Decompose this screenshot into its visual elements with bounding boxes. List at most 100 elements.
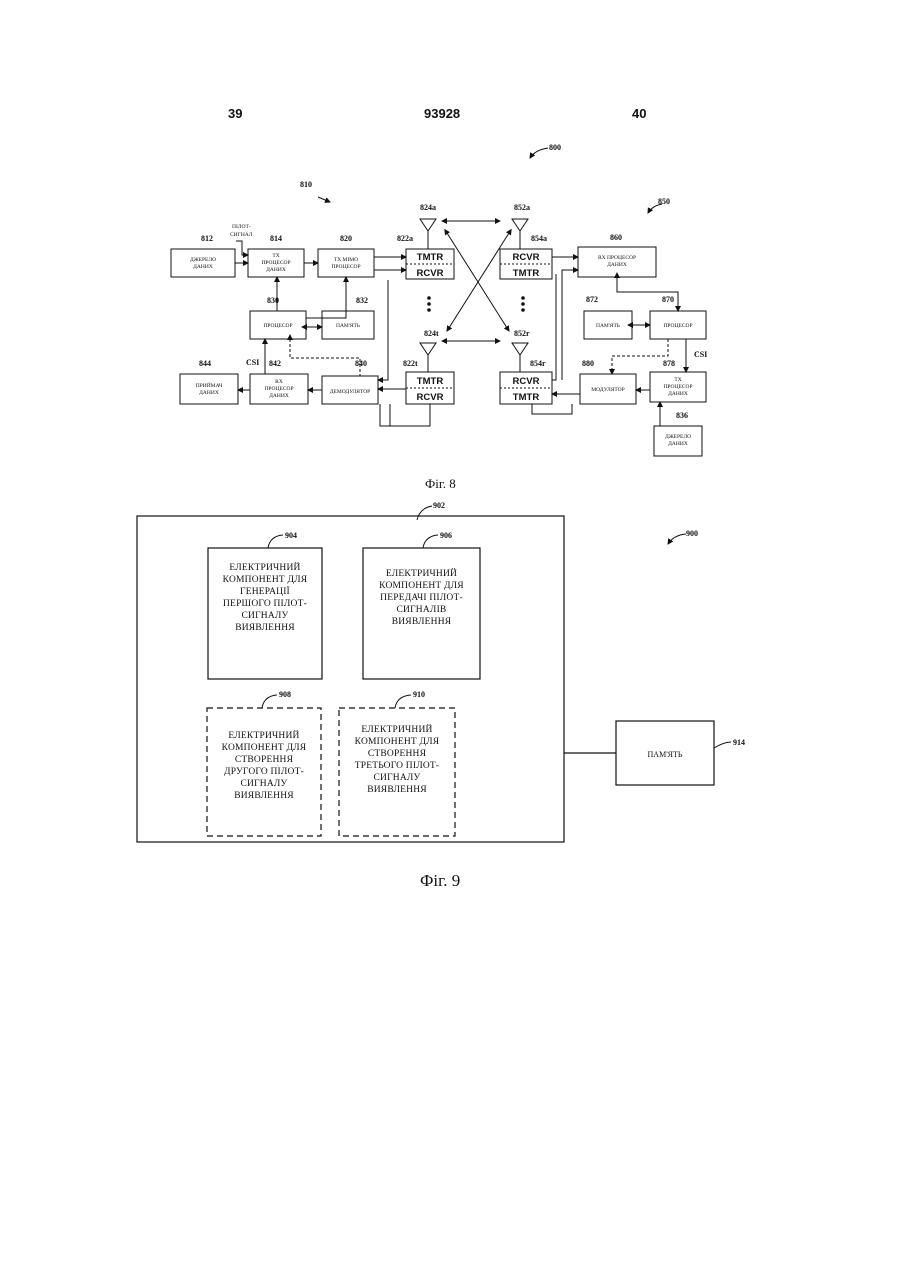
c908-line: ВИЯВЛЕННЯ (207, 790, 321, 802)
ref-800: 800 (549, 143, 561, 152)
ref-872: 872 (586, 295, 598, 304)
c908-line: КОМПОНЕНТ ДЛЯ (207, 742, 321, 754)
component-904-text: ЕЛЕКТРИЧНИЙ КОМПОНЕНТ ДЛЯ ГЕНЕРАЦІЇ ПЕРШ… (208, 562, 322, 634)
rcvr-854r: RCVR (513, 376, 540, 387)
c910-line: ВИЯВЛЕННЯ (339, 784, 455, 796)
txp878-line3: ДАНИХ (668, 391, 688, 397)
ref-814: 814 (270, 234, 282, 243)
ref-850: 850 (658, 197, 670, 206)
ref-812: 812 (201, 234, 213, 243)
ref-902: 902 (433, 501, 445, 510)
c904-line: КОМПОНЕНТ ДЛЯ (208, 574, 322, 586)
rx860-line1: RX ПРОЦЕСОР (598, 255, 636, 261)
ref-854a: 854a (531, 234, 547, 243)
rcvr-822t: RCVR (417, 392, 444, 403)
ref-830: 830 (267, 296, 279, 305)
ref-822a: 822a (397, 234, 413, 243)
sink844-line1: ПРИЙМАЧ (196, 381, 223, 389)
tmtr-854a: TMTR (513, 268, 540, 279)
c906-line: КОМПОНЕНТ ДЛЯ (363, 580, 480, 592)
c904-line: ВИЯВЛЕННЯ (208, 622, 322, 634)
tmtr-822a: TMTR (417, 252, 444, 263)
ref-824a: 824a (420, 203, 436, 212)
antenna-824a (420, 219, 436, 249)
ref-854r: 854r (530, 359, 546, 368)
src836-line1: ДЖЕРЕЛО (665, 434, 691, 440)
ref-914: 914 (733, 738, 745, 747)
mimo820-line1: TX MIMO (334, 257, 358, 263)
tmtr-822t: TMTR (417, 376, 444, 387)
ref-840: 840 (355, 359, 367, 368)
figure-8-caption: Фіг. 8 (425, 476, 456, 492)
c904-line: ЕЛЕКТРИЧНИЙ (208, 562, 322, 574)
ref-908: 908 (279, 690, 291, 699)
c906-line: ЕЛЕКТРИЧНИЙ (363, 568, 480, 580)
rcvr-822a: RCVR (417, 268, 444, 279)
data-source-block-812 (171, 249, 235, 277)
mem832-label: ПАМ'ЯТЬ (336, 323, 360, 329)
ref-842: 842 (269, 359, 281, 368)
ref-852a: 852a (514, 203, 530, 212)
src812-line2: ДАНИХ (193, 264, 213, 270)
c904-line: ГЕНЕРАЦІЇ (208, 586, 322, 598)
figure-9-caption: Фіг. 9 (420, 871, 460, 891)
csi-right: CSI (694, 350, 707, 359)
ref-852r: 852r (514, 329, 530, 338)
rxp842-line2: ПРОЦЕСОР (264, 386, 293, 392)
ref-870: 870 (662, 295, 674, 304)
csi-left: CSI (246, 358, 259, 367)
ref-810: 810 (300, 180, 312, 189)
ref-910: 910 (413, 690, 425, 699)
txp814-line2: ПРОЦЕСОР (261, 260, 290, 266)
antenna-852r (512, 343, 528, 372)
c908-line: СИГНАЛУ (207, 778, 321, 790)
c904-line: ПЕРШОГО ПІЛОТ- (208, 598, 322, 610)
tmtr-854r: TMTR (513, 392, 540, 403)
src812-line1: ДЖЕРЕЛО (190, 257, 216, 263)
txp814-line1: TX (272, 253, 279, 259)
txp814-line3: ДАНИХ (266, 267, 286, 273)
c906-line: СИГНАЛІВ (363, 604, 480, 616)
c908-line: ДРУГОГО ПІЛОТ- (207, 766, 321, 778)
pilot-label-line1: ПІЛОТ- (232, 224, 251, 230)
rcvr-854a: RCVR (513, 252, 540, 263)
rx860-line2: ДАНИХ (607, 262, 627, 268)
ref-822t: 822t (403, 359, 418, 368)
ref-900: 900 (686, 529, 698, 538)
mimo820-line2: ПРОЦЕСОР (331, 264, 360, 270)
ref-904: 904 (285, 531, 297, 540)
ref-880: 880 (582, 359, 594, 368)
ref-820: 820 (340, 234, 352, 243)
c910-line: ТРЕТЬОГО ПІЛОТ- (339, 760, 455, 772)
ref-824t: 824t (424, 329, 439, 338)
proc870-label: ПРОЦЕСОР (663, 323, 692, 329)
demod840-label: ДЕМОДУЛЯТОР (330, 389, 371, 395)
ref-906: 906 (440, 531, 452, 540)
mod880-label: МОДУЛЯТОР (591, 387, 624, 393)
txp878-line1: TX (674, 377, 681, 383)
c910-line: КОМПОНЕНТ ДЛЯ (339, 736, 455, 748)
c910-line: СИГНАЛУ (339, 772, 455, 784)
rxp842-line3: ДАНИХ (269, 393, 289, 399)
component-908-text: ЕЛЕКТРИЧНИЙ КОМПОНЕНТ ДЛЯ СТВОРЕННЯ ДРУГ… (207, 730, 321, 802)
rxp842-line1: RX (275, 379, 283, 385)
sink844-line2: ДАНИХ (199, 390, 219, 396)
c910-line: СТВОРЕННЯ (339, 748, 455, 760)
ref-860: 860 (610, 233, 622, 242)
data-sink-844 (180, 374, 238, 404)
c910-line: ЕЛЕКТРИЧНИЙ (339, 724, 455, 736)
pilot-label-line2: СИГНАЛ (230, 232, 253, 238)
mem872-label: ПАМ'ЯТЬ (596, 323, 620, 329)
c904-line: СИГНАЛУ (208, 610, 322, 622)
component-910-text: ЕЛЕКТРИЧНИЙ КОМПОНЕНТ ДЛЯ СТВОРЕННЯ ТРЕТ… (339, 724, 455, 796)
c908-line: ЕЛЕКТРИЧНИЙ (207, 730, 321, 742)
tx-mimo-processor-820 (318, 249, 374, 277)
antenna-852a (512, 219, 528, 249)
src836-line2: ДАНИХ (668, 441, 688, 447)
proc830-label: ПРОЦЕСОР (263, 323, 292, 329)
ref-832: 832 (356, 296, 368, 305)
memory-914-label: ПАМ'ЯТЬ (648, 750, 683, 759)
antenna-824t (420, 343, 436, 372)
ref-844: 844 (199, 359, 211, 368)
